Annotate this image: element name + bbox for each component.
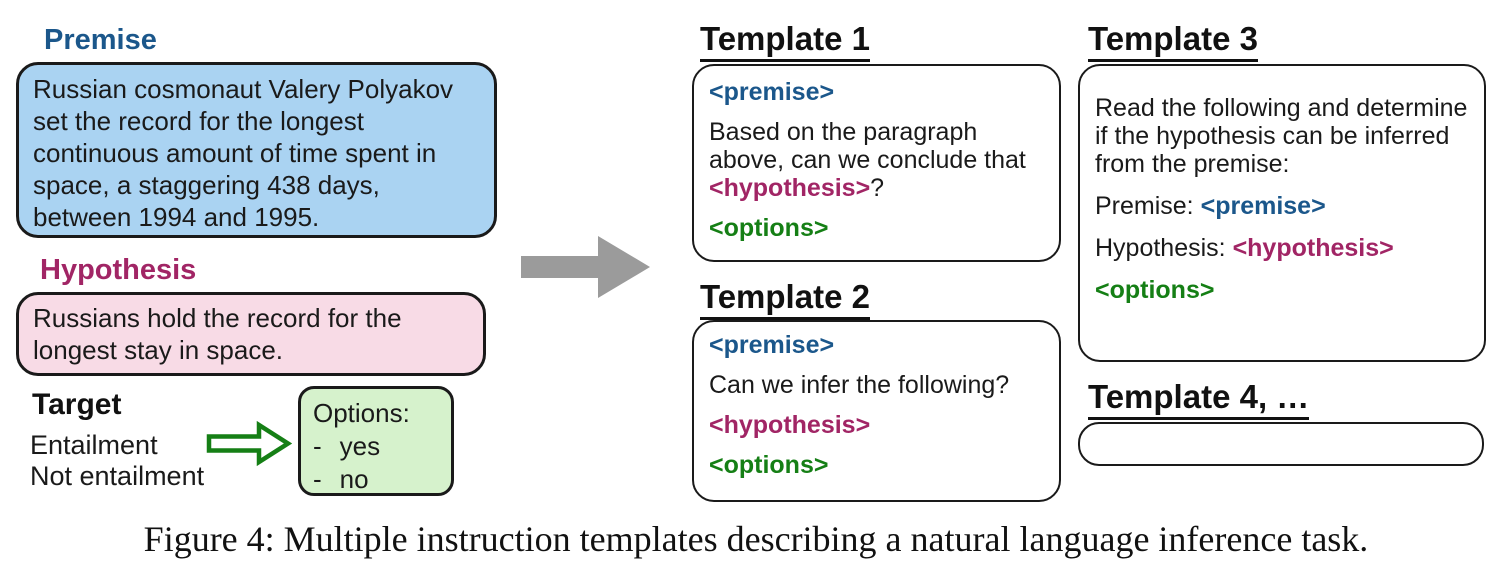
premise-token: <premise> — [1200, 192, 1326, 220]
hypothesis-label: Hypothesis — [40, 254, 197, 286]
template-2-premise-slot: <premise> — [709, 331, 1044, 359]
premise-token: <premise> — [709, 331, 835, 359]
target-value-not-entailment: Not entailment — [30, 461, 205, 491]
options-bullet: - — [313, 464, 322, 494]
figure-caption: Figure 4: Multiple instruction templates… — [143, 519, 1369, 559]
template-1-title: Template 1 — [700, 20, 870, 62]
template-1-question: Based on the paragraph above, can we con… — [709, 118, 1026, 202]
hypothesis-text: Russians hold the record for the longest… — [33, 303, 402, 365]
options-box-item-yes: - yes — [313, 431, 381, 461]
template-3-title: Template 3 — [1088, 20, 1258, 62]
hypothesis-token: <hypothesis> — [709, 174, 871, 202]
premise-label: Premise — [44, 24, 157, 56]
options-token: <options> — [1095, 276, 1215, 304]
template-2-question: Can we infer the following? — [709, 371, 1010, 399]
premise-text: Russian cosmonaut Valery Polyakov set th… — [33, 74, 454, 232]
target-arrow-icon — [206, 420, 293, 472]
target-value-entailment: Entailment — [30, 430, 158, 460]
template-1-premise-slot: <premise> — [709, 78, 1044, 106]
template-3-hypothesis-line: Hypothesis: <hypothesis> — [1095, 234, 1394, 262]
template-4-title: Template 4, … — [1088, 378, 1310, 420]
hypothesis-token: <hypothesis> — [709, 411, 871, 439]
options-token: <options> — [709, 451, 829, 479]
template-1-box: <premise> Based on the paragraph above, … — [692, 64, 1061, 262]
template-1-options-slot: <options> — [709, 214, 1044, 242]
hypothesis-box: Russians hold the record for the longest… — [16, 292, 486, 376]
flow-arrow-icon — [521, 234, 652, 305]
template-3-premise-line: Premise: <premise> — [1095, 192, 1326, 220]
template-3-options-slot: <options> — [1095, 276, 1469, 304]
template-2-options-slot: <options> — [709, 451, 1044, 479]
hypothesis-token: <hypothesis> — [1232, 234, 1394, 262]
premise-box: Russian cosmonaut Valery Polyakov set th… — [16, 62, 497, 238]
options-token: <options> — [709, 214, 829, 242]
template-3-instruction: Read the following and determine if the … — [1095, 94, 1468, 178]
target-label: Target — [32, 388, 122, 421]
template-2-box: <premise> Can we infer the following? <h… — [692, 320, 1061, 502]
template-2-hypothesis-slot: <hypothesis> — [709, 411, 1044, 439]
target-options-box: Options: - yes - no — [298, 386, 454, 496]
options-bullet: - — [313, 431, 322, 461]
template-3-box: Read the following and determine if the … — [1078, 64, 1486, 362]
template-2-title: Template 2 — [700, 278, 870, 320]
premise-token: <premise> — [709, 78, 835, 106]
options-box-title: Options: — [313, 398, 410, 428]
target-values: Entailment Not entailment — [30, 430, 204, 492]
options-box-item-no: - no — [313, 464, 369, 494]
template-4-box — [1078, 422, 1484, 466]
